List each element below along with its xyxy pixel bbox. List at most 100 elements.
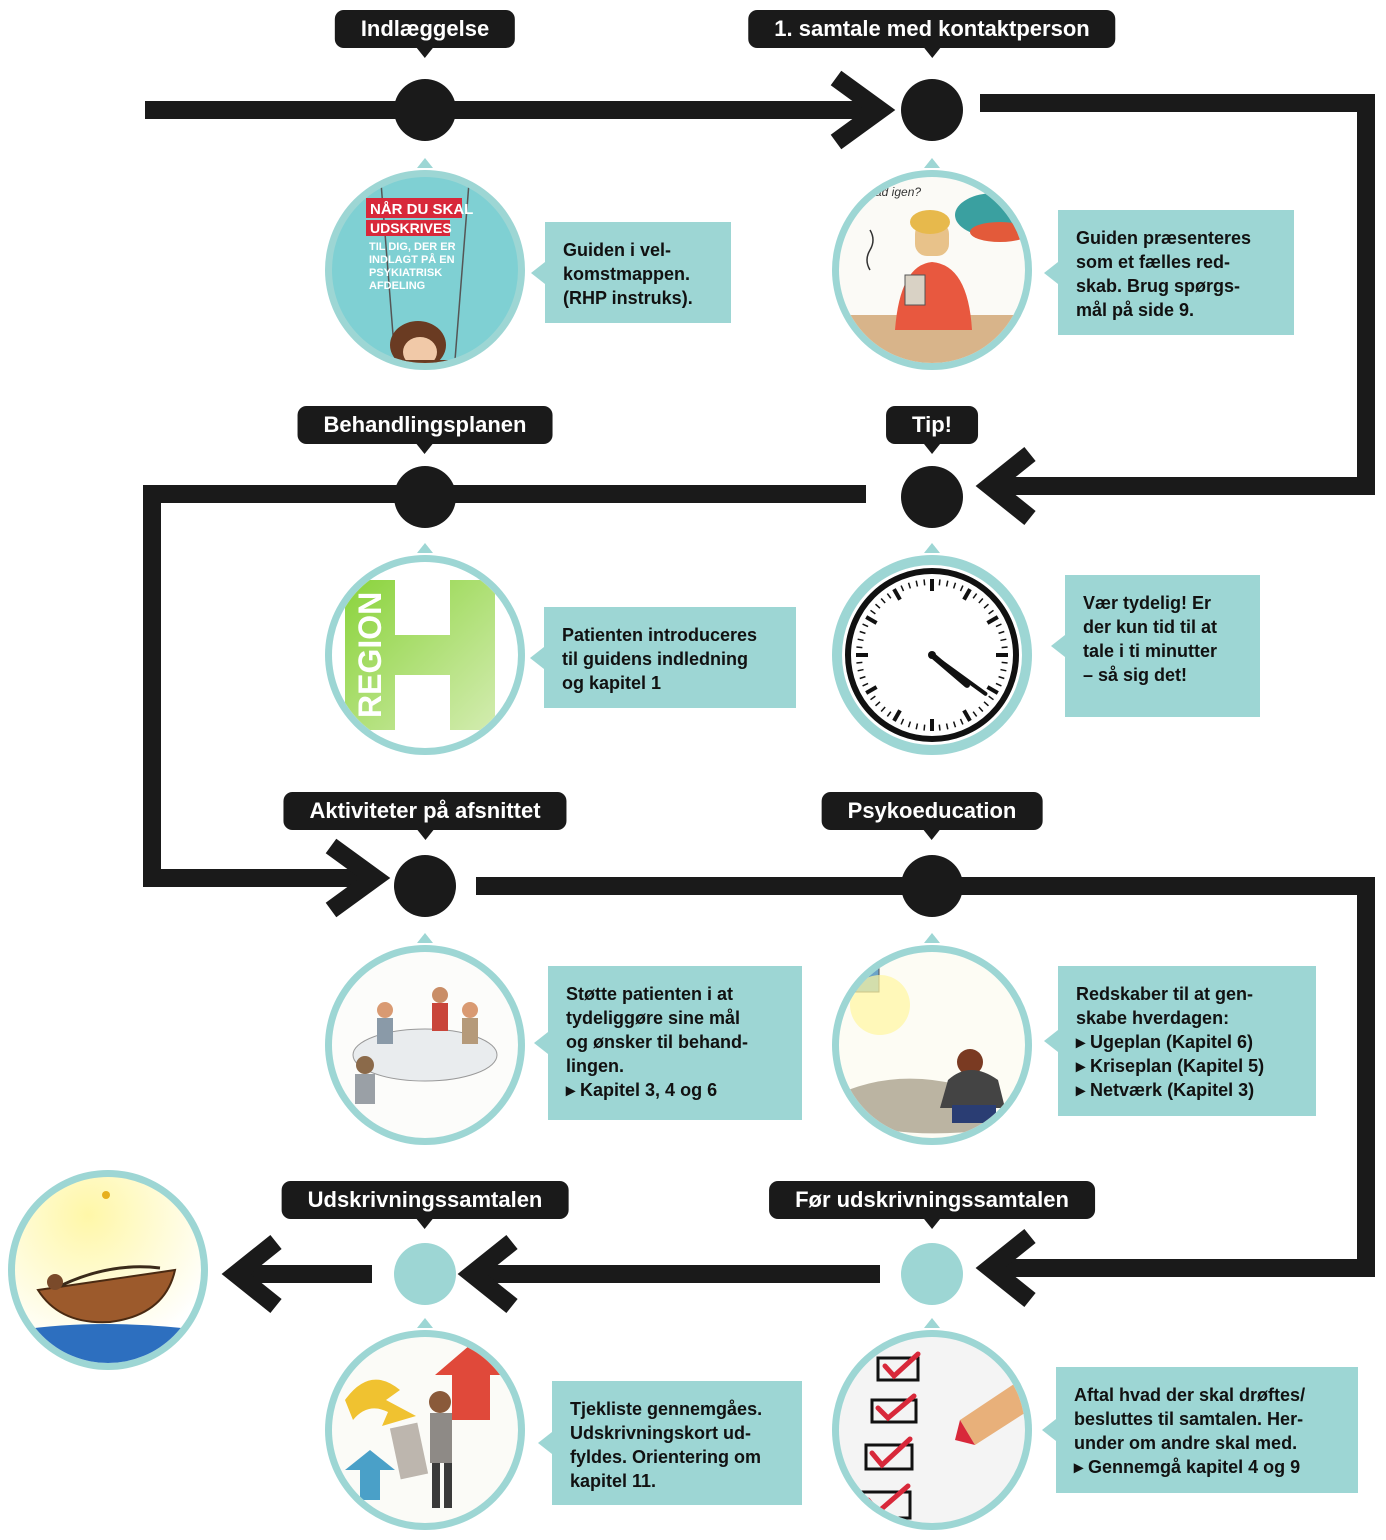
note-line: Patienten introduceres [562,625,758,645]
cover-line-text: INDLAGT PÅ EN [369,253,455,266]
step-label: Tip! [886,406,978,454]
clock-tick [959,585,964,592]
connector-line [980,94,1375,495]
clock-tick [856,661,863,664]
note-line: under om andre skal med. [1074,1433,1298,1453]
clock-tick [875,701,881,707]
clock-tick [859,630,866,635]
clock-tick [952,721,957,728]
note-line: fyldes. Orientering om [570,1447,762,1467]
clock-tick [923,724,926,731]
note-line: der kun tid til at [1083,617,1218,637]
note-line: tydeliggøre sine mål [566,1008,741,1028]
clock-tick [865,615,878,625]
step-note: Guiden præsenteres som et fælles red- sk… [1044,210,1294,335]
note-line: ▸ Kapitel 3, 4 og 6 [566,1080,718,1100]
clock-tick [962,588,972,601]
clock-tick [857,668,864,672]
clock-tick [907,582,912,589]
step-note: Aftal hvad der skal drøftes/ besluttes t… [1042,1367,1358,1493]
clock-tick [907,721,912,728]
clock-tick [995,682,1002,687]
clock-tick [938,724,941,731]
discharge-drawing-image [325,1318,525,1530]
note-line: ▸ Kriseplan (Kapitel 5) [1076,1056,1265,1076]
clock-tick [1001,661,1008,664]
step-label: Psykoeducation [821,792,1043,840]
clock-tick [978,598,984,604]
step-label: Behandlingsplanen [297,406,553,454]
note-line: ▸ Netværk (Kapitel 3) [1076,1080,1255,1100]
clock-tick [988,695,994,701]
step-dot [901,1243,963,1305]
clock-tick [915,580,919,587]
clock-tick [983,603,989,609]
clock-tick [923,579,926,586]
note-line: – så sig det! [1083,665,1188,685]
clock-tick [1001,646,1008,649]
step-dots [394,79,963,1305]
clock-tick [865,685,878,695]
checklist-image [832,1318,1032,1530]
note-line: Vær tydelig! Er [1083,593,1212,613]
clock-tick [962,709,972,722]
clock-tick [945,723,949,730]
note-line: besluttes til samtalen. Her- [1074,1409,1304,1429]
step-dot [394,1243,456,1305]
step-dot [394,79,456,141]
clock-tick [1000,668,1007,672]
cover-line-text: UDSKRIVES [370,220,452,236]
region-logo-text: REGION [352,592,388,718]
clock-minute-hand [930,653,988,696]
clock-tick [998,675,1005,680]
cover-line-text: TIL DIG, DER ER [369,241,456,253]
step-note: Støtte patienten i at tydeliggøre sine m… [534,966,802,1120]
note-line: (RHP instruks). [563,288,693,308]
clock-tick [886,593,892,599]
cover-line-text: PSYKIATRISK [369,267,442,279]
note-line: Guiden præsenteres [1076,228,1252,248]
note-line: Tjekliste gennemgåes. [570,1399,763,1419]
clock-tick [945,580,949,587]
connector-line [457,1234,518,1314]
clock-tick [915,723,919,730]
step-dot [394,466,456,528]
clock-tick [959,718,964,725]
step-label: Indlæggelse [334,10,516,58]
clock-tick [983,701,989,707]
connector-line [325,838,391,918]
note-line: mål på side 9. [1076,300,1195,320]
cover-line-text: NÅR DU SKAL [370,201,473,218]
note-line: Støtte patienten i at [566,984,734,1004]
clock-tick [900,718,905,725]
clock-tick [995,623,1002,628]
step-dot [901,466,963,528]
clock-tick [938,579,941,586]
connector-line [143,485,866,887]
note-line: Redskaber til at gen- [1076,984,1254,1004]
clock-tick [986,615,999,625]
note-line: og ønsker til behand- [566,1032,749,1052]
welcome-guide-cover-image: NÅR DU SKAL UDSKRIVES TIL DIG, DER ER IN… [325,158,525,370]
clock-tick [886,711,892,717]
clock-tick [870,609,876,615]
clock-tick [862,623,869,628]
clock-ticks [856,579,1008,731]
clock-tick [952,582,957,589]
clock-tick [998,630,1005,635]
clock-tick [972,593,978,599]
clock-tick [859,675,866,680]
note-line: til guidens indledning [562,649,748,669]
step-dot [901,855,963,917]
clock-tick [857,638,864,642]
step-note: Guiden i vel- komstmappen. (RHP instruks… [531,222,731,323]
clock-tick [880,706,886,712]
note-line: skabe hverdagen: [1076,1008,1230,1028]
note-line: og kapitel 1 [562,673,662,693]
everyday-tools-drawing-image [832,933,1032,1145]
connector-line [975,1228,1036,1308]
boat-drawing-image [8,1170,208,1370]
note-line: kapitel 11. [570,1471,657,1491]
clock-tick [880,598,886,604]
